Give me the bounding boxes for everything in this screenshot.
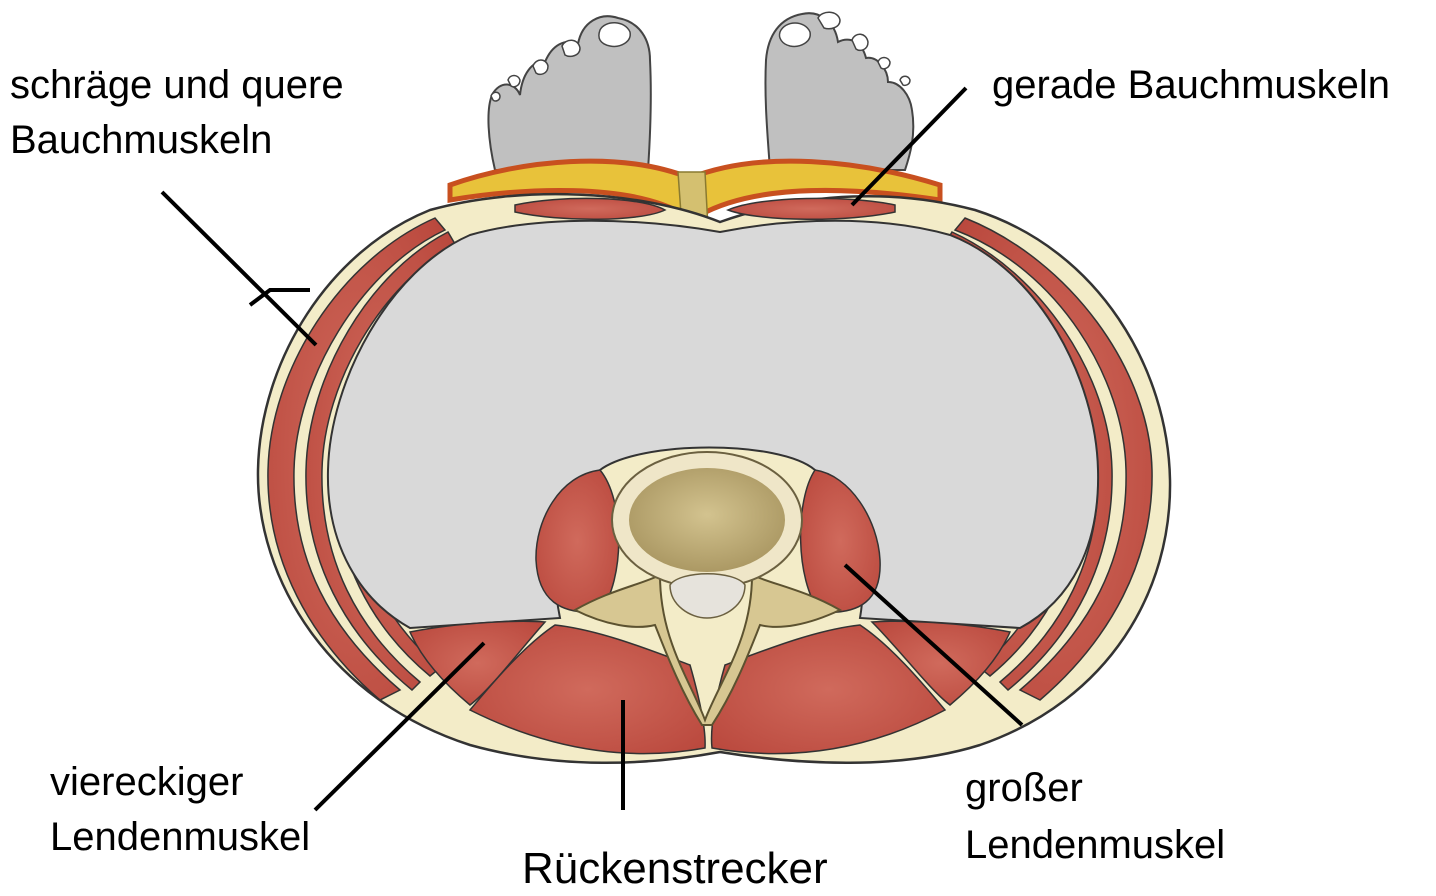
label-oblique-line2: Bauchmuskeln	[10, 115, 272, 165]
label-quadratus-line1: viereckiger	[50, 757, 243, 807]
label-rectus: gerade Bauchmuskeln	[992, 60, 1390, 110]
label-psoas-line1: großer	[965, 763, 1083, 813]
right-foot	[765, 12, 913, 170]
label-psoas-line2: Lendenmuskel	[965, 820, 1225, 870]
label-oblique-line1: schräge und quere	[10, 60, 344, 110]
label-quadratus-line2: Lendenmuskel	[50, 812, 310, 862]
label-erector: Rückenstrecker	[522, 843, 828, 895]
leader-line-oblique	[162, 192, 316, 345]
leader-bracket-oblique	[250, 290, 310, 305]
left-foot	[488, 16, 650, 170]
